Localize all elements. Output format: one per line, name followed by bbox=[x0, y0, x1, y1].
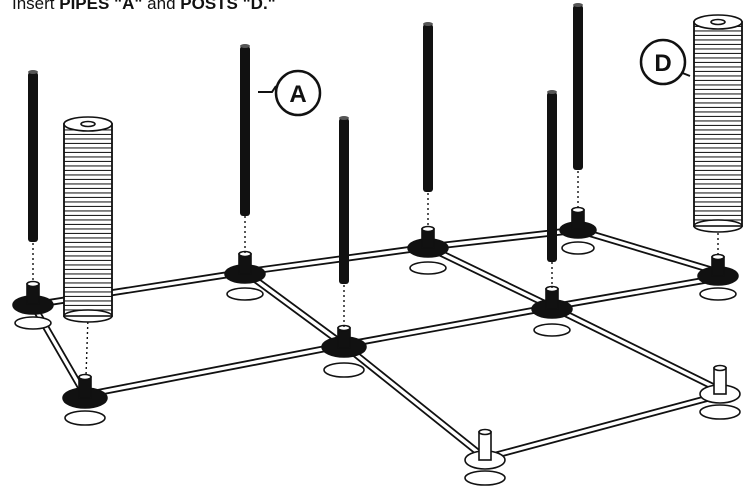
connector-dark bbox=[321, 324, 367, 378]
guide-lines bbox=[32, 171, 719, 377]
connector-dark bbox=[224, 250, 266, 301]
callout-a: A bbox=[258, 69, 322, 117]
connector-dark bbox=[559, 206, 597, 255]
pipe bbox=[28, 70, 38, 242]
pipe bbox=[240, 44, 250, 216]
callout-a-label: A bbox=[289, 81, 306, 108]
pipes-a bbox=[28, 3, 583, 284]
instruction-item-pipes: PIPES "A" bbox=[59, 0, 143, 13]
instruction-middle: and bbox=[142, 0, 181, 13]
instruction-prefix: Insert bbox=[12, 0, 60, 13]
callout-d: D bbox=[639, 38, 691, 86]
connector-dark bbox=[407, 225, 449, 275]
connectors bbox=[12, 206, 741, 486]
pipe bbox=[573, 3, 583, 170]
pipe bbox=[423, 22, 433, 192]
callout-d-label: D bbox=[654, 50, 671, 77]
posts-d bbox=[63, 14, 743, 323]
frame-rails-inner bbox=[31, 228, 722, 460]
connector-white bbox=[699, 364, 741, 420]
pipe bbox=[339, 116, 349, 284]
connector-dark bbox=[12, 280, 54, 330]
post bbox=[693, 14, 743, 233]
connector-dark bbox=[531, 285, 573, 337]
pipe bbox=[547, 90, 557, 262]
post bbox=[63, 116, 113, 323]
connector-dark bbox=[697, 253, 739, 301]
instruction-item-posts: POSTS "D." bbox=[180, 0, 276, 13]
instruction-text: Insert PIPES "A" and POSTS "D." bbox=[12, 0, 276, 14]
connector-white bbox=[464, 428, 506, 486]
connector-dark bbox=[62, 373, 108, 426]
